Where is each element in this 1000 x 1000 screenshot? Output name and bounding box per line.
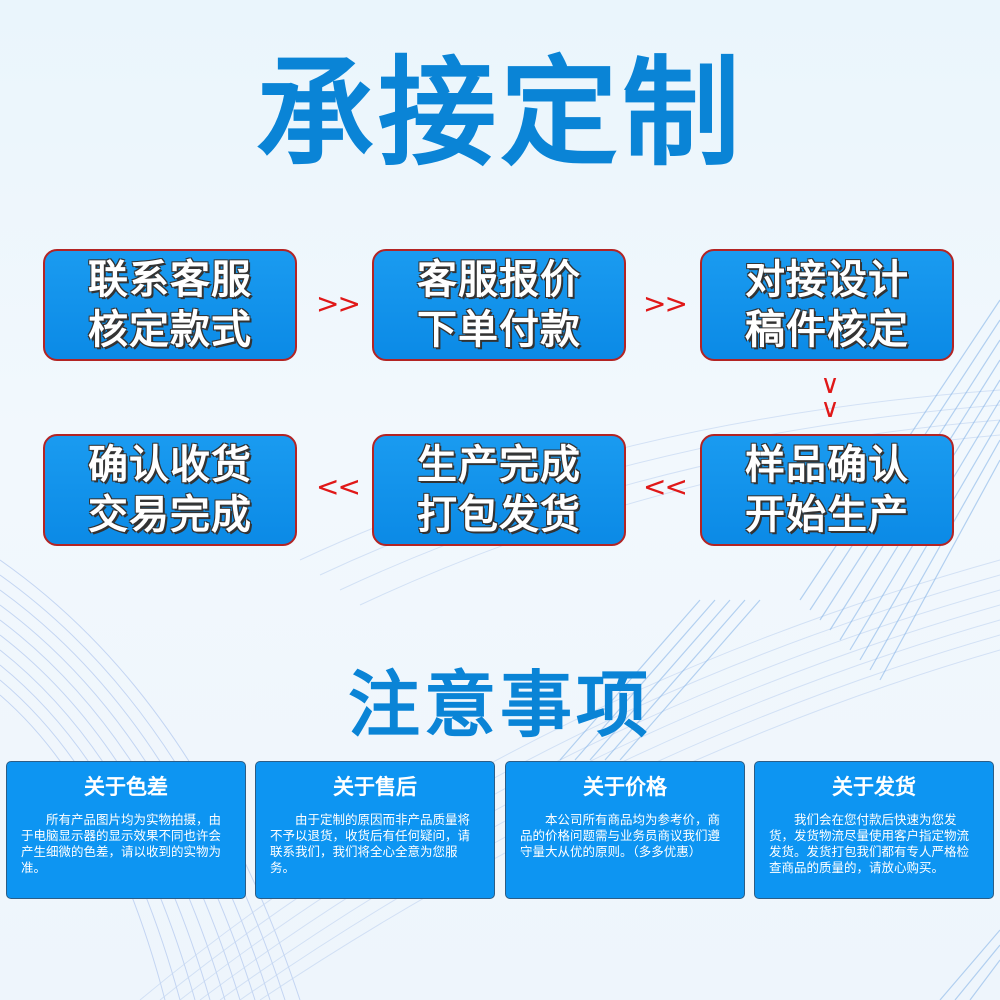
step-contact-service: 联系客服 核定款式 [43, 249, 297, 361]
note-title: 关于售后 [333, 774, 417, 799]
note-shipping: 关于发货 我们会在您付款后快速为您发货，发货物流尽量使用客户指定物流发货。发货打… [754, 761, 994, 899]
notes-section-title: 注意事项 [347, 662, 652, 747]
page-title: 承接定制 [255, 43, 744, 182]
note-body: 由于定制的原因而非产品质量将不予以退货，收货后有任何疑问，请联系我们，我们将全心… [270, 812, 471, 875]
arrow-right-icon: >> [316, 287, 361, 320]
arrow-right-icon: >> [643, 287, 688, 320]
arrow-down-icon: ∨ [820, 370, 840, 400]
step-line-1: 联系客服 [88, 256, 252, 303]
step-line-1: 对接设计 [745, 256, 909, 303]
step-line-1: 生产完成 [417, 441, 581, 488]
step-line-2: 交易完成 [88, 491, 252, 538]
step-line-1: 客服报价 [417, 256, 581, 303]
note-title: 关于发货 [832, 774, 916, 799]
note-title: 关于色差 [84, 774, 168, 799]
note-title: 关于价格 [583, 774, 667, 799]
step-line-2: 开始生产 [745, 491, 909, 538]
step-line-2: 稿件核定 [745, 306, 909, 353]
note-pricing: 关于价格 本公司所有商品均为参考价，商品的价格问题需与业务员商议我们遵守量大从优… [505, 761, 745, 899]
arrow-left-icon: << [316, 470, 361, 503]
step-production-shipping: 生产完成 打包发货 [372, 434, 626, 546]
step-line-1: 样品确认 [745, 441, 909, 488]
step-quote-order: 客服报价 下单付款 [372, 249, 626, 361]
step-line-1: 确认收货 [88, 441, 252, 488]
note-body: 我们会在您付款后快速为您发货，发货物流尽量使用客户指定物流发货。发货打包我们都有… [769, 812, 970, 875]
note-after-sales: 关于售后 由于定制的原因而非产品质量将不予以退货，收货后有任何疑问，请联系我们，… [255, 761, 495, 899]
step-design-review: 对接设计 稿件核定 [700, 249, 954, 361]
note-body: 所有产品图片均为实物拍摄，由于电脑显示器的显示效果不同也许会产生细微的色差，请以… [21, 812, 222, 875]
arrow-down-icon: ∨ [820, 394, 840, 424]
step-sample-confirm: 样品确认 开始生产 [700, 434, 954, 546]
arrow-left-icon: << [643, 470, 688, 503]
step-line-2: 下单付款 [417, 306, 581, 353]
step-line-2: 核定款式 [88, 306, 252, 353]
note-color-difference: 关于色差 所有产品图片均为实物拍摄，由于电脑显示器的显示效果不同也许会产生细微的… [6, 761, 246, 899]
step-confirm-receipt: 确认收货 交易完成 [43, 434, 297, 546]
step-line-2: 打包发货 [417, 491, 581, 538]
note-body: 本公司所有商品均为参考价，商品的价格问题需与业务员商议我们遵守量大从优的原则。（… [520, 812, 721, 859]
